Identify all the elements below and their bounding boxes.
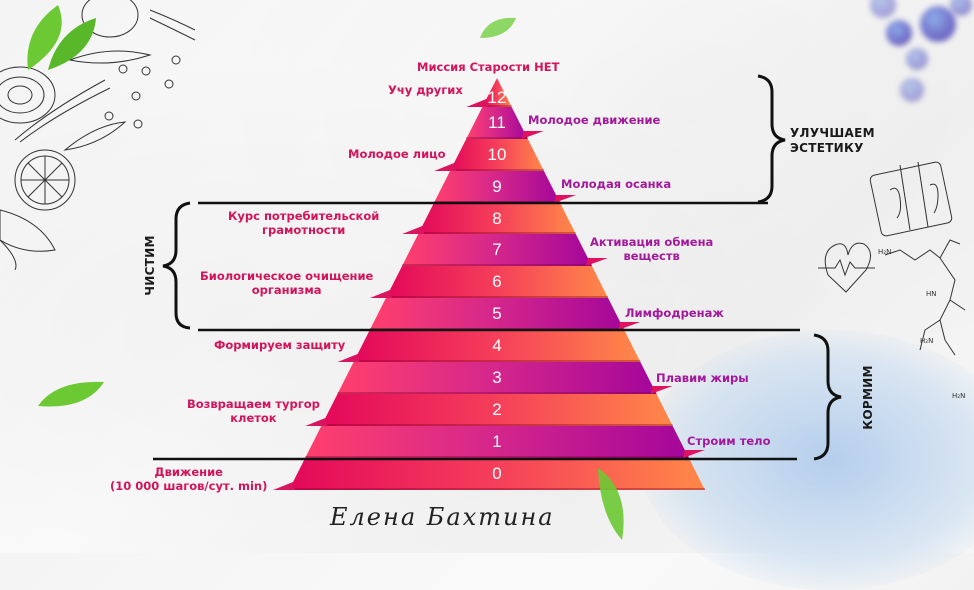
label-pointer (521, 131, 544, 139)
level-number-11: 11 (488, 113, 506, 132)
brace-right-feed (813, 333, 842, 461)
label-pointer (434, 163, 457, 171)
label-pointer (650, 386, 673, 394)
level-5-label: Лимфодренаж (625, 306, 724, 320)
label-pointer (618, 322, 641, 330)
level-number-9: 9 (492, 177, 502, 196)
level-number-10: 10 (487, 145, 507, 164)
signature: Елена Бахтина (330, 503, 555, 531)
label-pointer (305, 418, 328, 426)
pyramid-band-11 (466, 107, 528, 139)
level-number-4: 4 (492, 336, 502, 355)
pyramid-band-9 (433, 171, 561, 203)
green-leaf-icon (27, 5, 96, 70)
pyramid-band-5 (369, 298, 625, 330)
green-leaf-icon (598, 468, 624, 540)
svg-text:H₂N: H₂N (952, 392, 965, 400)
pyramid-band-4 (353, 330, 641, 362)
pyramid-band-2 (321, 394, 673, 426)
level-number-7: 7 (492, 240, 502, 259)
label-pointer (554, 195, 577, 203)
svg-text:H₂N: H₂N (920, 337, 933, 345)
label-pointer (682, 450, 705, 458)
pyramid-band-10 (450, 139, 544, 171)
pyramid-band-3 (337, 362, 657, 394)
label-pointer (337, 354, 360, 362)
green-leaf-icon (38, 381, 104, 407)
label-pointer (585, 258, 608, 266)
pyramid-band-6 (385, 266, 609, 298)
svg-text:HN: HN (926, 290, 937, 298)
level-number-12: 12 (487, 87, 507, 107)
brace-left-cleanse (162, 201, 191, 330)
molecule-balls-decoration (830, 0, 974, 110)
level-12-label: Учу других (388, 83, 463, 97)
level-number-1: 1 (492, 432, 502, 451)
level-8-label: Курс потребительской грамотности (228, 209, 380, 237)
pyramid-title: Миссия Старости НЕТ (417, 60, 560, 74)
pyramid-band-1 (305, 426, 689, 458)
group-label-aesthetics: УЛУЧШАЕМ ЭСТЕТИКУ (790, 126, 875, 155)
level-6-label: Биологическое очищение организма (200, 269, 374, 297)
green-leaf-icon (480, 17, 516, 38)
label-pointer (402, 226, 425, 234)
pyramid-chart (153, 74, 842, 540)
level-9-label: Молодая осанка (561, 177, 672, 191)
level-0-label: Движение (10 000 шагов/сут. min) (110, 465, 268, 493)
level-number-0: 0 (492, 464, 502, 483)
vegetable-sketch-illustration (0, 0, 196, 270)
group-label-cleanse: ЧИСТИМ (142, 235, 157, 296)
pyramid-band-7 (402, 234, 592, 266)
label-pointer (369, 290, 392, 298)
brace-right-aesthetics (757, 74, 786, 204)
level-2-label: Возвращаем тургор клеток (187, 397, 320, 425)
health-sketch-illustration: H₂N HN H₂N H₂N (818, 161, 965, 400)
level-4-label: Формируем защиту (214, 338, 346, 352)
level-number-8: 8 (492, 208, 502, 228)
level-10-label: Молодое лицо (348, 147, 446, 161)
svg-text:H₂N: H₂N (878, 248, 891, 256)
group-label-feed: КОРМИМ (860, 365, 875, 430)
pyramid-band-8 (418, 203, 576, 234)
level-3-label: Плавим жиры (656, 371, 749, 385)
label-pointer (273, 482, 295, 490)
level-number-2: 2 (492, 400, 502, 419)
level-1-label: Строим тело (687, 434, 771, 448)
level-11-label: Молодое движение (528, 113, 661, 127)
pyramid-band-12 (482, 78, 512, 107)
label-pointer (466, 99, 489, 107)
level-number-3: 3 (492, 368, 502, 387)
level-number-5: 5 (492, 304, 502, 323)
level-7-label: Активация обмена веществ (590, 235, 714, 263)
level-number-6: 6 (492, 272, 502, 291)
